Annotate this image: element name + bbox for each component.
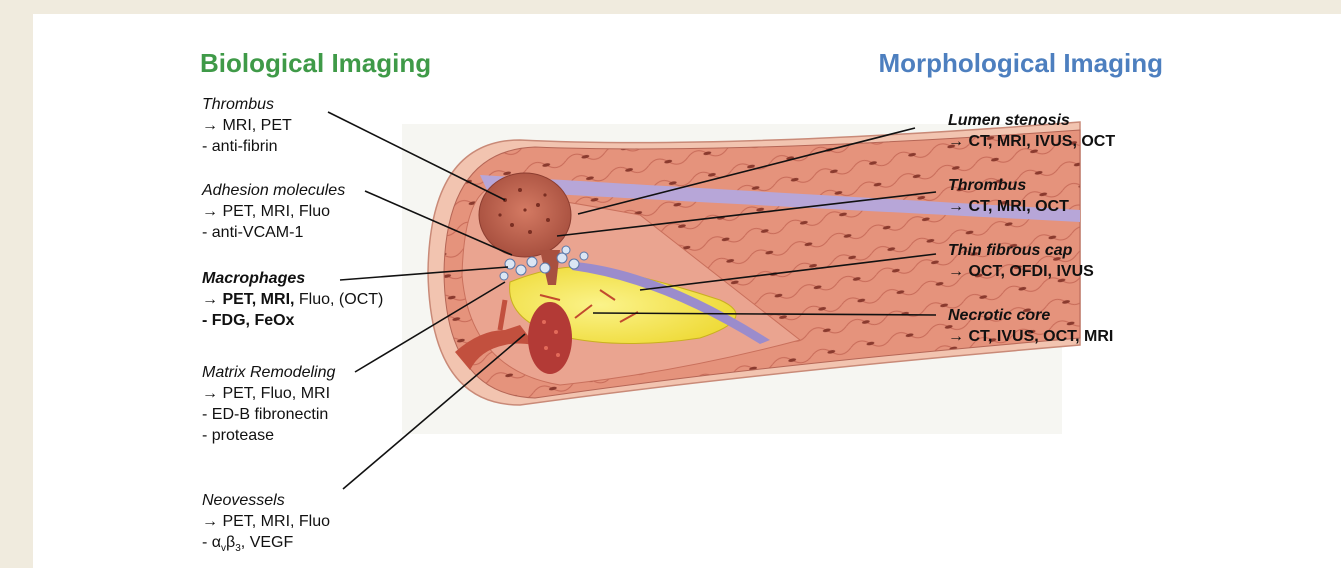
label-target: - αvβ3, VEGF <box>202 532 330 559</box>
label-matrix-remodeling: Matrix Remodeling → PET, Fluo, MRI - ED-… <box>202 362 335 446</box>
label-lumen-stenosis: Lumen stenosis → CT, MRI, IVUS, OCT <box>948 110 1115 152</box>
label-modalities: → OCT, OFDI, IVUS <box>948 261 1094 282</box>
label-modalities: → CT, MRI, IVUS, OCT <box>948 131 1115 152</box>
label-modalities: → PET, MRI, Fluo <box>202 511 330 532</box>
label-title: Lumen stenosis <box>948 110 1115 131</box>
label-modalities: → CT, IVUS, OCT, MRI <box>948 326 1113 347</box>
label-target: - anti-VCAM-1 <box>202 222 345 243</box>
label-neovessels: Neovessels → PET, MRI, Fluo - αvβ3, VEGF <box>202 490 330 559</box>
label-title: Adhesion molecules <box>202 180 345 201</box>
morphological-imaging-heading: Morphological Imaging <box>878 48 1163 79</box>
label-target: - FDG, FeOx <box>202 310 383 331</box>
label-necrotic-core: Necrotic core → CT, IVUS, OCT, MRI <box>948 305 1113 347</box>
label-modalities: → PET, Fluo, MRI <box>202 383 335 404</box>
label-target-1: - ED-B fibronectin <box>202 404 335 425</box>
label-target-2: - protease <box>202 425 335 446</box>
label-macrophages: Macrophages → PET, MRI, Fluo, (OCT) - FD… <box>202 268 383 331</box>
label-title: Thrombus <box>948 175 1069 196</box>
label-modalities: → PET, MRI, Fluo <box>202 201 345 222</box>
label-thrombus-bio: Thrombus → MRI, PET - anti-fibrin <box>202 94 292 157</box>
label-modalities: → CT, MRI, OCT <box>948 196 1069 217</box>
label-title: Matrix Remodeling <box>202 362 335 383</box>
label-title: Neovessels <box>202 490 330 511</box>
label-title: Macrophages <box>202 268 383 289</box>
label-modalities-bold: → PET, MRI, <box>202 291 294 308</box>
label-thin-fibrous-cap: Thin fibrous cap → OCT, OFDI, IVUS <box>948 240 1094 282</box>
label-title: Thrombus <box>202 94 292 115</box>
label-target: - anti-fibrin <box>202 136 292 157</box>
label-modalities: → MRI, PET <box>202 115 292 136</box>
label-modalities-rest: Fluo, (OCT) <box>294 291 383 308</box>
label-thrombus-morph: Thrombus → CT, MRI, OCT <box>948 175 1069 217</box>
label-title: Necrotic core <box>948 305 1113 326</box>
label-adhesion-molecules: Adhesion molecules → PET, MRI, Fluo - an… <box>202 180 345 243</box>
label-title: Thin fibrous cap <box>948 240 1094 261</box>
biological-imaging-heading: Biological Imaging <box>200 48 431 79</box>
